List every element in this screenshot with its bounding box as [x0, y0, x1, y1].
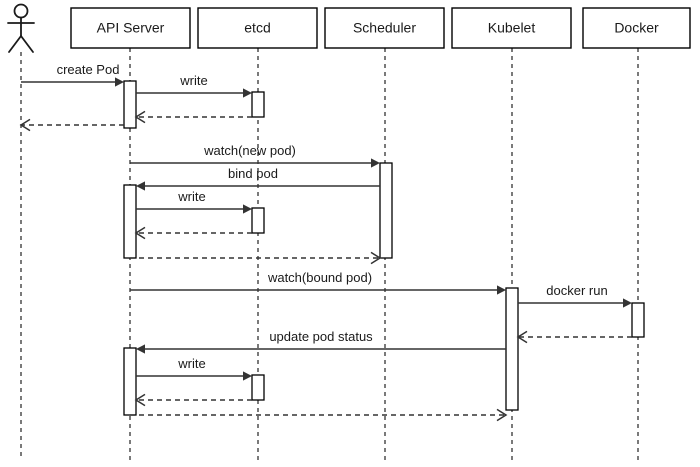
participant-box-docker[interactable]	[582, 7, 691, 49]
activation-bar-apiserver	[123, 184, 137, 259]
participant-label-docker: Docker	[614, 20, 659, 36]
actor-head-icon	[13, 3, 29, 19]
message-label-msg-bind-pod: bind pod	[228, 166, 278, 181]
actor-leg-right	[20, 35, 34, 53]
participant-label-apiserver: API Server	[97, 20, 165, 36]
participant-label-scheduler: Scheduler	[353, 20, 416, 36]
arrowhead-filled-msg-write-3	[243, 371, 252, 381]
arrowhead-open-msg-bind-pod-return	[370, 251, 382, 265]
message-label-msg-watch-bound-pod: watch(bound pod)	[267, 270, 372, 285]
actor-leg-left	[8, 35, 22, 53]
arrowhead-filled-msg-write-2	[243, 204, 252, 214]
message-label-group: create Pod write watch(new pod) bind pod wri…	[57, 62, 608, 371]
arrowhead-open-msg-write-1-return	[134, 110, 146, 124]
activation-bar-etcd	[251, 207, 265, 234]
participant-box-group: API Server etcd Scheduler Kubelet Docker	[70, 7, 691, 49]
arrowhead-filled-msg-docker-run	[623, 298, 632, 308]
participant-box-scheduler[interactable]	[324, 7, 445, 49]
activation-bar-kubelet	[505, 287, 519, 411]
arrowhead-filled-msg-create-pod	[115, 77, 124, 87]
arrowhead-open-msg-write-2-return	[134, 226, 146, 240]
activation-bar-scheduler	[379, 162, 393, 259]
message-label-msg-create-pod: create Pod	[57, 62, 120, 77]
message-label-msg-update-pod-status: update pod status	[269, 329, 373, 344]
message-label-msg-write-3: write	[177, 356, 205, 371]
actor-figure	[7, 3, 35, 53]
arrowhead-open-msg-create-pod-return	[19, 118, 31, 132]
lifeline-dash-group	[20, 48, 639, 460]
participant-label-kubelet: Kubelet	[488, 20, 536, 36]
arrowhead-filled-msg-watch-new-pod	[371, 158, 380, 168]
arrowhead-open-msg-watch-bound-return	[496, 408, 508, 422]
arrowhead-filled-msg-write-1	[243, 88, 252, 98]
activation-bar-etcd	[251, 374, 265, 401]
activation-bar-etcd	[251, 91, 265, 118]
participant-label-etcd: etcd	[244, 20, 270, 36]
activation-bar-group	[123, 80, 645, 416]
activation-bar-apiserver	[123, 347, 137, 416]
participant-box-apiserver[interactable]	[70, 7, 191, 49]
activation-bar-apiserver	[123, 80, 137, 129]
message-label-msg-write-2: write	[177, 189, 205, 204]
message-label-msg-watch-new-pod: watch(new pod)	[203, 143, 296, 158]
message-label-msg-write-1: write	[179, 73, 207, 88]
participant-box-kubelet[interactable]	[451, 7, 572, 49]
participant-box-etcd[interactable]	[197, 7, 318, 49]
message-label-msg-docker-run: docker run	[546, 283, 607, 298]
arrowhead-open-msg-docker-return	[516, 330, 528, 344]
arrowhead-filled-msg-bind-pod	[136, 181, 145, 191]
arrowhead-filled-msg-update-pod-status	[136, 344, 145, 354]
message-arrow-group	[19, 77, 632, 422]
arrowhead-open-msg-write-3-return	[134, 393, 146, 407]
arrowhead-filled-msg-watch-bound-pod	[497, 285, 506, 295]
activation-bar-docker	[631, 302, 645, 338]
